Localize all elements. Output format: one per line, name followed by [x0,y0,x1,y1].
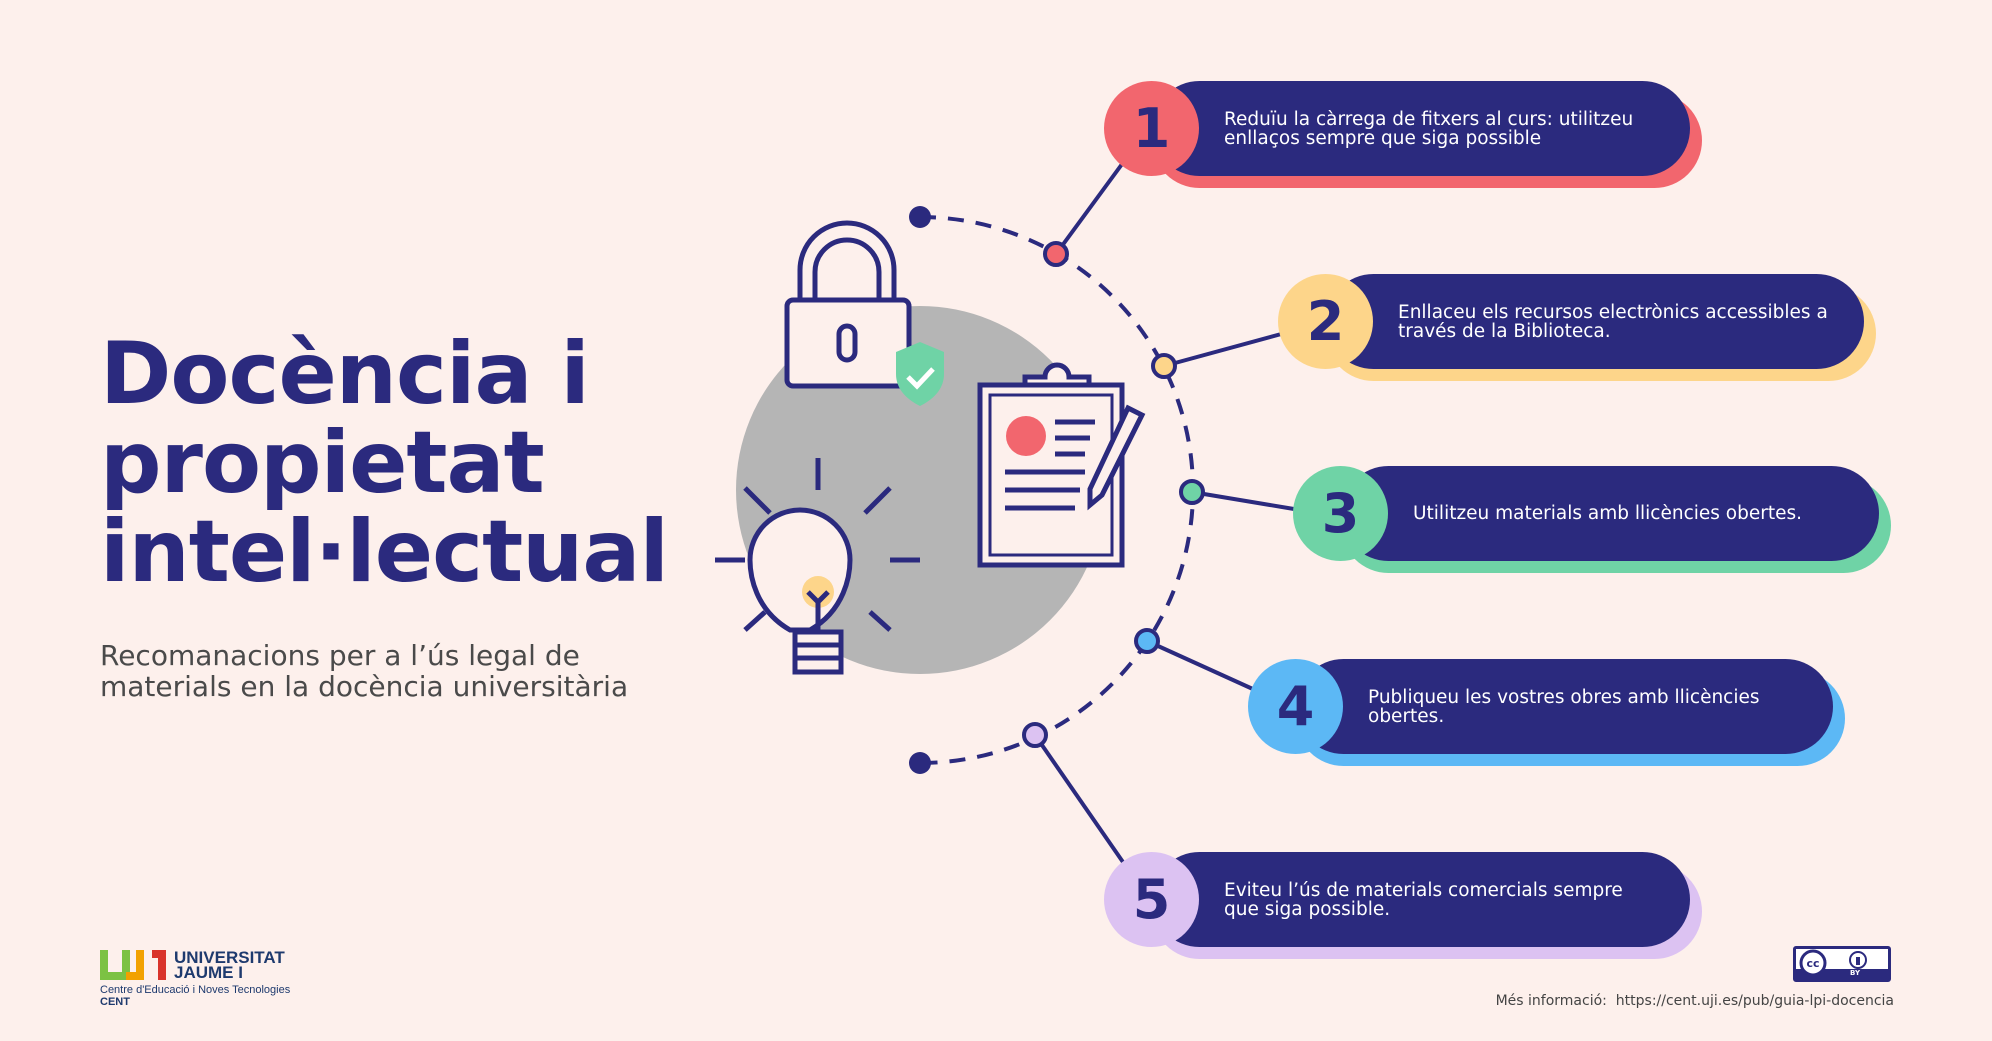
step-5: Eviteu l’ús de materials comercials semp… [1104,852,1702,959]
arc-dot-1 [1043,241,1069,267]
step-4: Publiqueu les vostres obres amb llicènci… [1248,659,1845,766]
step-text: Eviteu l’ús de materials comercials semp… [1152,852,1690,947]
step-number: 3 [1293,466,1388,561]
logo-unit: Centre d'Educació i Noves Tecnologies [100,984,291,996]
step-text: Reduïu la càrrega de fitxers al curs: ut… [1152,81,1690,176]
arc-dot-4 [1134,628,1160,654]
subtitle: Recomanacions per a l’ús legal de materi… [100,640,628,702]
step-text: Publiqueu les vostres obres amb llicènci… [1296,659,1833,754]
title-line: propietat [100,413,545,513]
step-number: 2 [1278,274,1373,369]
more-info-label: Més informació: [1495,993,1607,1009]
arc-end-dot [909,206,931,228]
title-line: intel·lectual [100,502,669,602]
uji-logo: UNIVERSITAT JAUME I Centre d'Educació i … [100,948,291,1008]
step-number: 1 [1104,81,1199,176]
shield-check-icon [896,342,944,406]
lightbulb-icon [715,458,920,675]
uji-logo-mark [100,950,166,980]
arc-dot-3 [1179,479,1205,505]
title-line: Docència i [100,324,590,424]
step-number: 5 [1104,852,1199,947]
step-2: Enllaceu els recursos electrònics access… [1278,274,1876,381]
lock-icon [784,220,944,406]
step-1: Reduïu la càrrega de fitxers al curs: ut… [1104,81,1702,188]
step-text: Enllaceu els recursos electrònics access… [1326,274,1864,369]
connector-lines [1033,158,1301,867]
step-3: Utilitzeu materials amb llicències obert… [1293,466,1891,573]
svg-text:cc: cc [1806,957,1819,970]
cc-by-icon: cc BY [1793,946,1891,982]
logo-name: UNIVERSITAT [174,948,285,967]
step-text: Utilitzeu materials amb llicències obert… [1341,466,1879,561]
license-label: BY [1850,969,1861,977]
more-info-link[interactable]: https://cent.uji.es/pub/guia-lpi-docenci… [1615,993,1894,1009]
page-title: Docència i propietat intel·lectual [100,324,669,602]
arc-end-dot [909,752,931,774]
step-number: 4 [1248,659,1343,754]
subtitle-line: Recomanacions per a l’ús legal de [100,639,580,672]
arc-dot-2 [1151,353,1177,379]
arc-dot-5 [1022,722,1048,748]
more-info: Més informació: https://cent.uji.es/pub/… [1496,993,1894,1009]
pen-icon [1087,404,1146,511]
logo-name: JAUME I [174,963,243,982]
logo-unit-short: CENT [100,996,130,1008]
subtitle-line: materials en la docència universitària [100,670,629,703]
clipboard-icon [977,362,1146,568]
